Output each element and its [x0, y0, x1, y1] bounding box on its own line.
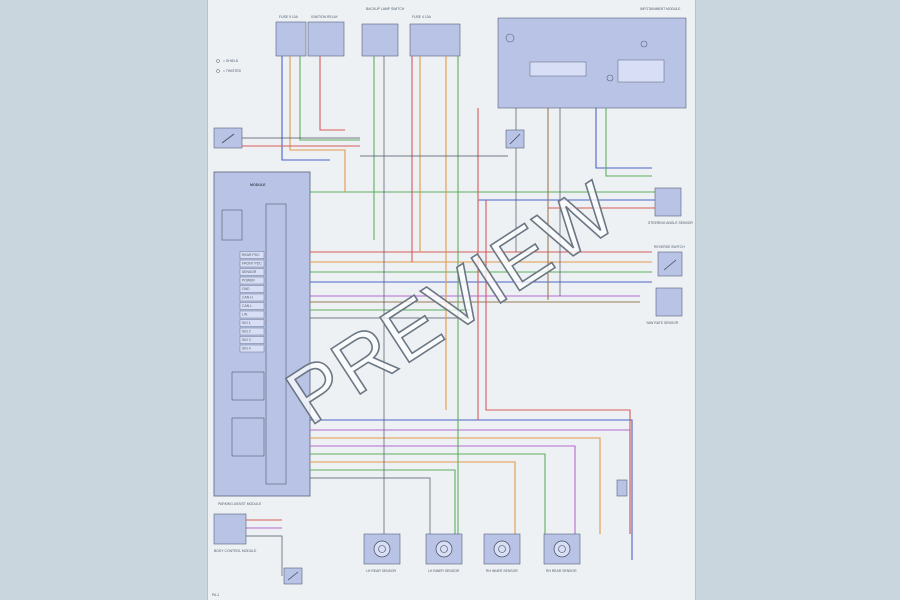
sensor-icon — [493, 540, 511, 558]
sensor-icon-inner — [440, 545, 448, 553]
module-pin-box — [239, 259, 265, 268]
module-pin-label: LIN — [242, 313, 248, 317]
sensor-label: LH INNER SENSOR — [428, 569, 460, 573]
module-pin-label: POWER — [242, 279, 255, 283]
right-block-1: STEERING ANGLE SENSOR — [648, 187, 693, 225]
module-pin-box — [239, 268, 265, 276]
sensor-icon — [373, 540, 391, 558]
wire — [310, 453, 546, 534]
sensor-icon — [553, 540, 571, 558]
right-block-2-label: REVERSE SWITCH — [654, 245, 685, 249]
header-block-4: FUSE 4 10A — [409, 15, 461, 57]
module-pin-box — [239, 251, 265, 259]
header-block-1: FUSE 9 10A — [275, 15, 307, 57]
module-pin-label: SIG 1 — [242, 321, 251, 325]
header-block-5-label: INFOTAINMENT MODULE — [640, 7, 681, 11]
left-switch-block — [213, 127, 243, 149]
wire — [605, 108, 652, 177]
wire — [310, 445, 576, 534]
header-block-5: INFOTAINMENT MODULE — [497, 7, 687, 109]
header-block-2: IGNITION RELAY — [307, 15, 345, 57]
module-pin-label: CAN H — [242, 296, 253, 300]
wire — [289, 56, 346, 192]
right-block-3-label: YAW RATE SENSOR — [646, 321, 679, 325]
module-pin-label: CAN L — [242, 304, 252, 308]
wire — [319, 56, 345, 131]
wire — [485, 200, 631, 534]
wire — [310, 477, 431, 534]
main-module-label: MODULE — [250, 183, 266, 187]
module-pin-box — [239, 285, 265, 293]
right-block-2: REVERSE SWITCH — [654, 245, 685, 277]
main-module: MODULE REAR PDC FRONT PDC SENSOR POWER GND CA… — [213, 171, 311, 506]
wire — [246, 535, 283, 576]
wire — [299, 56, 360, 141]
header-block-3-label: BACKUP LAMP SWITCH — [366, 7, 405, 11]
module-pin-box — [239, 327, 265, 336]
sensor-icon-inner — [378, 545, 386, 553]
module-pin-box — [239, 319, 265, 327]
sensor-label: LH REAR SENSOR — [366, 569, 397, 573]
wire — [310, 469, 456, 534]
small-switch-middle — [505, 129, 525, 149]
module-pin-list: REAR PDC FRONT PDC SENSOR POWER GND CAN H CAN … — [239, 251, 265, 353]
bottom-right-connector — [616, 479, 628, 497]
legend-item-shield: = SHIELD — [223, 59, 239, 63]
module-pin-box — [239, 276, 265, 285]
module-pin-box — [239, 336, 265, 344]
page-reference: PA-1 — [212, 593, 219, 597]
legend-item-twisted: = TWISTED — [223, 69, 242, 73]
wire-harness — [242, 56, 655, 576]
right-block-1-label: STEERING ANGLE SENSOR — [648, 221, 693, 225]
bottom-left-block: BODY CONTROL MODULE — [213, 513, 303, 585]
header-block-1-label: FUSE 9 10A — [279, 15, 299, 19]
module-pin-label: REAR PDC — [242, 253, 260, 257]
module-pin-box — [239, 302, 265, 310]
wire — [310, 419, 633, 560]
main-module-caption: PARKING ASSIST MODULE — [218, 502, 262, 506]
module-pin-label: SIG 2 — [242, 330, 251, 334]
wire — [310, 437, 601, 534]
module-pin-box — [239, 344, 265, 353]
module-pin-label: SIG 3 — [242, 338, 251, 342]
header-block-4-label: FUSE 4 10A — [412, 15, 432, 19]
module-pin-box — [239, 293, 265, 302]
module-pin-box — [239, 310, 265, 319]
sensor-icon — [435, 540, 453, 558]
sensor-label: RH REAR SENSOR — [546, 569, 577, 573]
bottom-left-block-label: BODY CONTROL MODULE — [214, 549, 257, 553]
right-block-3: YAW RATE SENSOR — [646, 287, 683, 325]
wire — [281, 56, 330, 161]
sensor-label: RH INNER SENSOR — [486, 569, 518, 573]
legend: = SHIELD = TWISTED — [216, 59, 242, 73]
sensor-icon-inner — [498, 545, 506, 553]
sensor-row: LH REAR SENSOR LH INNER SENSOR RH INNER SE… — [363, 533, 581, 573]
header-block-2-label: IGNITION RELAY — [311, 15, 339, 19]
sensor-icon-inner — [558, 545, 566, 553]
wire — [595, 108, 652, 169]
wire — [310, 461, 516, 534]
module-pin-label: SIG 4 — [242, 347, 251, 351]
header-block-3: BACKUP LAMP SWITCH — [361, 7, 405, 57]
module-pin-label: FRONT PDC — [242, 262, 262, 266]
module-pin-label: GND — [242, 287, 250, 291]
module-pin-label: SENSOR — [242, 270, 257, 274]
